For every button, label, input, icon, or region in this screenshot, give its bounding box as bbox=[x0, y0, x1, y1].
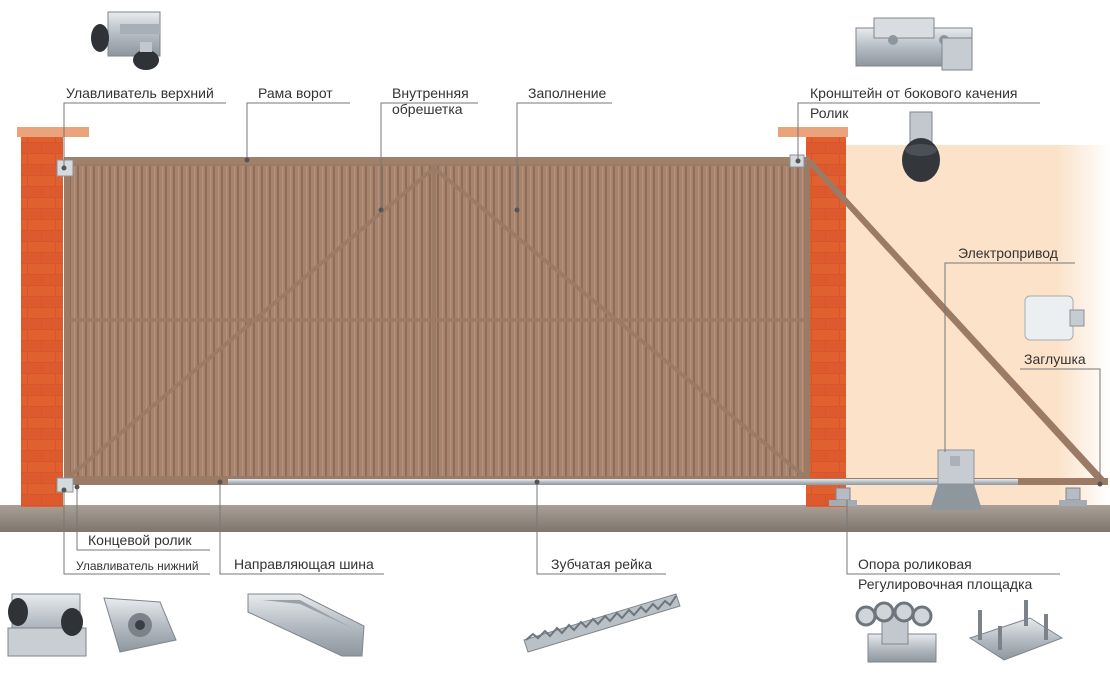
roller-support-shape-2 bbox=[1059, 487, 1087, 506]
guide-rail-picture bbox=[247, 593, 365, 657]
lower-catcher-picture bbox=[7, 593, 87, 657]
gear-rack-picture bbox=[523, 593, 681, 653]
electric-drive-shape bbox=[930, 449, 982, 510]
label-guide-rail: Направляющая шина bbox=[234, 556, 374, 572]
roller-support-picture bbox=[855, 601, 937, 663]
label-lower-catcher: Улавливатель нижний bbox=[76, 559, 199, 573]
left-brick-pillar bbox=[17, 127, 89, 507]
roller-picture bbox=[902, 111, 940, 182]
label-end-roller: Концевой ролик bbox=[88, 532, 192, 548]
end-roller-picture bbox=[103, 597, 177, 653]
end-cap-picture bbox=[1024, 295, 1085, 341]
leader-lines bbox=[63, 102, 1101, 575]
label-roller: Ролик bbox=[810, 105, 849, 121]
label-gear-rack: Зубчатая рейка bbox=[551, 556, 653, 572]
label-adjustment-platform: Регулировочная площадка bbox=[858, 576, 1033, 592]
label-electric-drive: Электропривод bbox=[958, 245, 1058, 261]
adjustment-platform-picture bbox=[968, 600, 1064, 661]
ground bbox=[0, 505, 1110, 532]
label-gate-frame: Рама ворот bbox=[258, 85, 333, 101]
bracket-picture bbox=[855, 17, 973, 71]
label-end-cap: Заглушка bbox=[1024, 351, 1086, 367]
gate-panel bbox=[64, 157, 1108, 485]
label-upper-catcher: Улавливатель верхний bbox=[66, 85, 214, 101]
label-inner-lathing: Внутренняя обрешетка bbox=[392, 85, 469, 117]
label-side-roll-bracket: Кронштейн от бокового качения bbox=[810, 85, 1018, 101]
upper-catcher-picture bbox=[91, 11, 161, 70]
label-filling: Заполнение bbox=[528, 85, 607, 101]
leader-dots bbox=[61, 157, 1103, 493]
roller-support-shape-1 bbox=[829, 487, 857, 506]
label-roller-support: Опора роликовая bbox=[858, 556, 972, 572]
